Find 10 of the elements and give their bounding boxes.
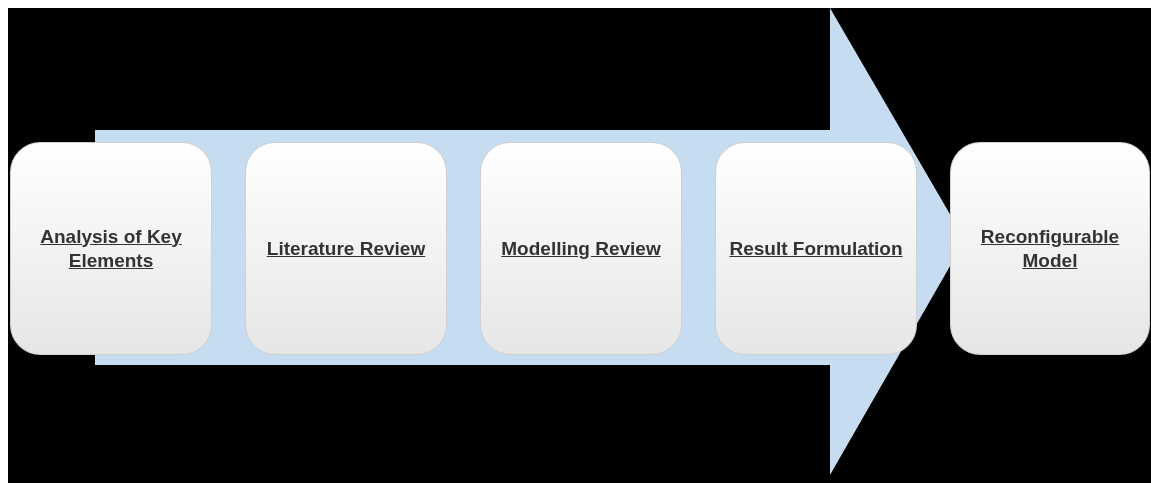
process-box [480, 142, 682, 355]
process-box [10, 142, 212, 355]
box-label: Analysis of Key Elements [39, 224, 183, 273]
box-label: Literature Review [265, 236, 427, 261]
box-label: Result Formulation [728, 236, 904, 261]
process-box [950, 142, 1150, 355]
box-label: Reconfigurable Model [979, 224, 1121, 273]
process-box [245, 142, 447, 355]
process-box [715, 142, 917, 355]
box-label: Modelling Review [500, 236, 662, 261]
